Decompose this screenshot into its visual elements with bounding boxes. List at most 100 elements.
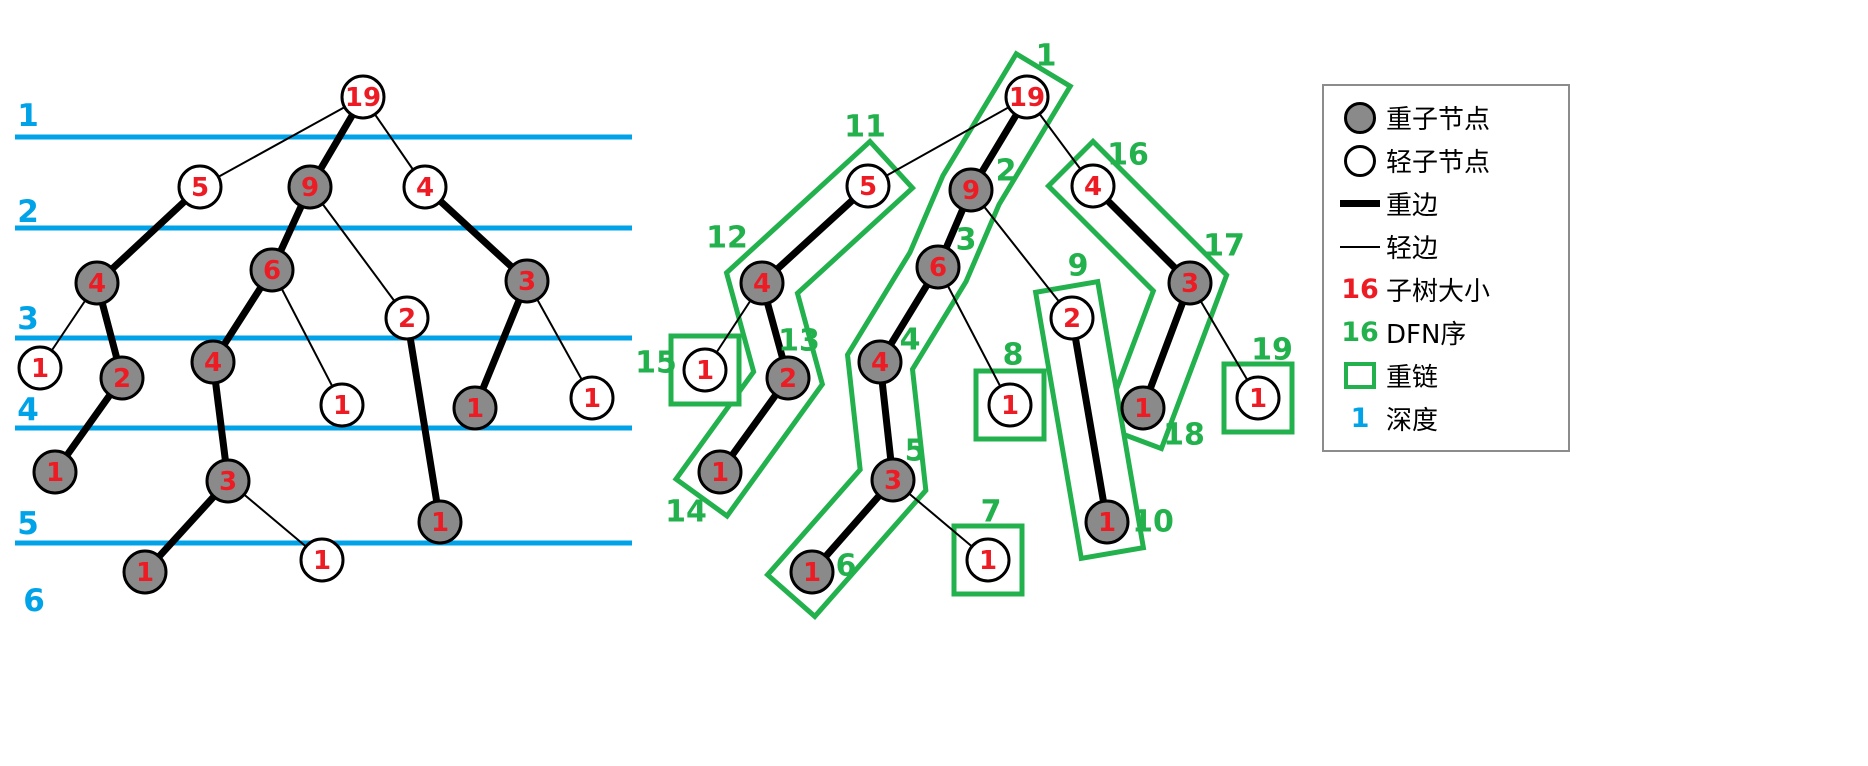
depth-label: 1 [17, 98, 39, 134]
legend-label-depth: 深度 [1386, 406, 1439, 436]
light-node [177, 164, 223, 210]
light-node [569, 375, 615, 421]
heavy-node [1084, 499, 1130, 545]
dfn-label: 4 [900, 323, 921, 358]
subtree-size-label: 1 [136, 558, 154, 588]
dfn-label: 15 [635, 346, 677, 381]
dfn-order-icon: 16 [1341, 317, 1379, 348]
heavy-node [74, 260, 120, 306]
subtree-size-label: 1 [46, 458, 64, 488]
legend-row-light-node: 轻子节点 [1334, 139, 1558, 182]
depth-label: 2 [17, 194, 39, 230]
dfn-label: 1 [1036, 39, 1057, 74]
subtree-size-label: 2 [398, 304, 416, 334]
depth-label: 5 [17, 506, 39, 542]
heavy-node [739, 260, 785, 306]
heavy-node [1120, 385, 1166, 431]
subtree-size-label: 3 [884, 466, 902, 496]
light-edge [271, 269, 343, 406]
legend-row-heavy-edge: 重边 [1334, 182, 1558, 225]
heavy-edge [1068, 317, 1111, 523]
subtree-size-label: 1 [31, 354, 49, 384]
subtree-size-label: 1 [466, 394, 484, 424]
subtree-size-label: 1 [711, 458, 729, 488]
heavy-edge [422, 184, 530, 284]
dfn-label: 12 [706, 221, 748, 256]
light-node [17, 345, 63, 391]
dfn-label: 3 [956, 223, 977, 258]
light-node [845, 163, 891, 209]
heavy-edge [759, 183, 871, 286]
dfn-label: 18 [1163, 418, 1205, 453]
dfn-label: 11 [844, 110, 886, 145]
legend-label-dfn-order: DFN序 [1386, 320, 1467, 350]
heavy-edge [1090, 183, 1193, 286]
heavy-edge [403, 317, 444, 523]
subtree-size-label: 4 [88, 269, 106, 299]
dfn-label: 16 [1107, 138, 1149, 173]
dfn-label: 19 [1251, 333, 1293, 368]
light-node [340, 74, 386, 120]
legend-row-dfn-order: 16 DFN序 [1334, 311, 1558, 354]
heavy-node [697, 449, 743, 495]
light-edge [309, 186, 408, 319]
subtree-size-label: 3 [518, 267, 536, 297]
light-node [1235, 375, 1281, 421]
light-node [1070, 163, 1116, 209]
light-edge [867, 96, 1028, 187]
heavy-node [857, 339, 903, 385]
legend-label-light-edge: 轻边 [1386, 234, 1439, 264]
light-node [384, 295, 430, 341]
legend-row-light-edge: 轻边 [1334, 225, 1558, 268]
subtree-size-label: 19 [1009, 83, 1045, 113]
dfn-label: 13 [778, 324, 820, 359]
light-node [299, 537, 345, 583]
legend-row-heavy-node: 重子节点 [1334, 96, 1558, 139]
heavy-chain-icon [1344, 362, 1376, 389]
subtree-size-label: 4 [1084, 172, 1102, 202]
subtree-size-label: 1 [1001, 391, 1019, 421]
dfn-label: 14 [665, 495, 707, 530]
subtree-size-label: 5 [191, 173, 209, 203]
heavy-node [789, 549, 835, 595]
heavy-node [32, 449, 78, 495]
light-node [682, 347, 728, 393]
subtree-size-label: 4 [416, 173, 434, 203]
subtree-size-label: 1 [333, 391, 351, 421]
depth-label: 3 [17, 301, 39, 337]
legend-label-light-node: 轻子节点 [1386, 148, 1491, 178]
depth-label: 4 [17, 392, 39, 428]
legend-label-heavy-node: 重子节点 [1386, 105, 1491, 135]
subtree-size-label: 6 [929, 253, 947, 283]
dfn-label: 17 [1203, 229, 1245, 264]
subtree-size-label: 6 [263, 256, 281, 286]
subtree-size-label: 2 [113, 364, 131, 394]
heavy-node [452, 385, 498, 431]
subtree-size-label: 4 [871, 348, 889, 378]
heavy-node [765, 355, 811, 401]
subtree-size-label: 5 [859, 172, 877, 202]
subtree-size-label: 1 [583, 384, 601, 414]
legend-label-heavy-edge: 重边 [1386, 191, 1439, 221]
heavy-node [948, 167, 994, 213]
heavy-node [190, 339, 236, 385]
dfn-label: 8 [1003, 338, 1024, 373]
legend-row-depth: 1 深度 [1334, 397, 1558, 440]
legend-label-subtree-size: 子树大小 [1386, 277, 1491, 307]
heavy-node [205, 458, 251, 504]
legend-label-heavy-chain: 重链 [1386, 363, 1439, 393]
subtree-size-label: 1 [1249, 384, 1267, 414]
heavy-edge [94, 184, 203, 286]
light-node [1004, 74, 1050, 120]
light-edge [970, 189, 1073, 319]
legend: 重子节点 轻子节点 重边 轻边 16 子树大小 16 DFN序 重链 1 深度 [1322, 84, 1570, 452]
subtree-size-label: 2 [1063, 304, 1081, 334]
subtree-size-label: 1 [1098, 508, 1116, 538]
light-node [319, 382, 365, 428]
subtree-size-label: 1 [313, 546, 331, 576]
subtree-size-label: 1 [979, 546, 997, 576]
